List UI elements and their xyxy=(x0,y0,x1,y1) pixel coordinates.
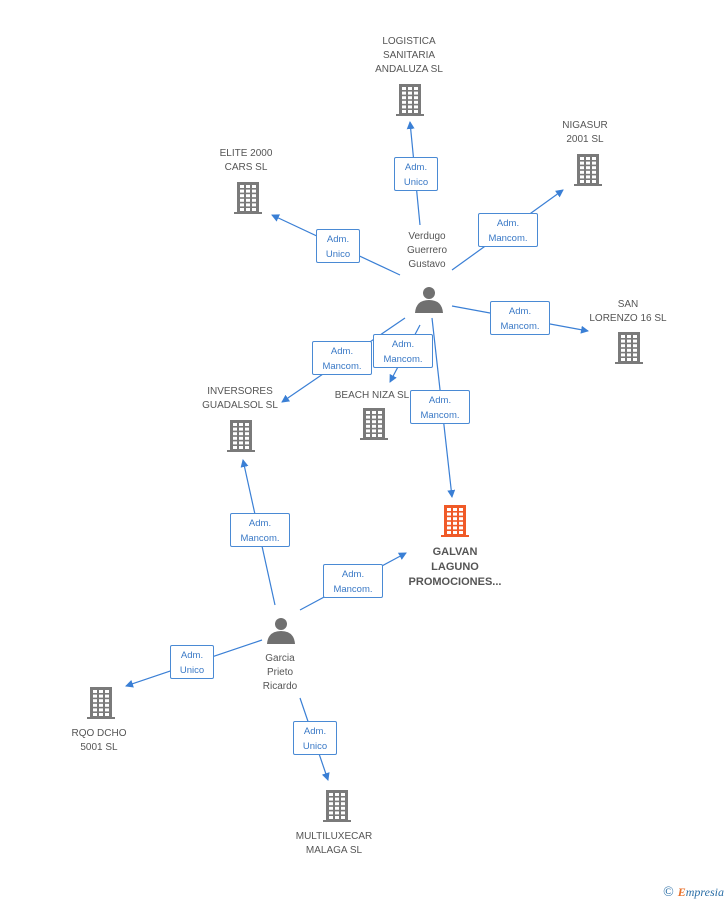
brand-logo-letter: E xyxy=(677,885,686,899)
edge-label-verdugo-sanlorenzo[interactable]: Adm. Mancom. xyxy=(490,301,550,335)
edge-label-garcia-inversores[interactable]: Adm. Mancom. xyxy=(230,513,290,547)
edge-label-garcia-multiluxecar[interactable]: Adm. Unico xyxy=(293,721,337,755)
node-label-galvan[interactable]: GALVAN LAGUNO PROMOCIONES... xyxy=(408,546,502,588)
node-label-logistica[interactable]: LOGISTICA SANITARIA ANDALUZA SL xyxy=(375,36,443,75)
building-icon-multiluxecar[interactable] xyxy=(323,790,351,822)
building-icon-rqo[interactable] xyxy=(87,687,115,719)
building-icon-beachniza[interactable] xyxy=(360,408,388,440)
person-icon-verdugo[interactable] xyxy=(415,287,443,313)
node-label-garcia[interactable]: Garcia Prieto Ricardo xyxy=(262,653,298,692)
building-icon-elite[interactable] xyxy=(234,182,262,214)
node-label-verdugo[interactable]: Verdugo Guerrero Gustavo xyxy=(406,231,448,270)
edge-label-verdugo-galvan[interactable]: Adm. Mancom. xyxy=(410,390,470,424)
node-label-sanlorenzo[interactable]: SAN LORENZO 16 SL xyxy=(589,299,667,324)
building-icon-nigasur[interactable] xyxy=(574,154,602,186)
building-icon-galvan[interactable] xyxy=(441,505,469,537)
building-icon-inversores[interactable] xyxy=(227,420,255,452)
edge-label-garcia-galvan[interactable]: Adm. Mancom. xyxy=(323,564,383,598)
node-label-elite[interactable]: ELITE 2000 CARS SL xyxy=(219,148,273,173)
edge-label-verdugo-beachniza[interactable]: Adm. Mancom. xyxy=(373,334,433,368)
brand-footer[interactable]: ©Empresia xyxy=(663,885,724,901)
edge-label-verdugo-logistica[interactable]: Adm. Unico xyxy=(394,157,438,191)
edge-label-verdugo-nigasur[interactable]: Adm. Mancom. xyxy=(478,213,538,247)
edge-label-garcia-rqo[interactable]: Adm. Unico xyxy=(170,645,214,679)
node-label-nigasur[interactable]: NIGASUR 2001 SL xyxy=(562,120,608,145)
copyright-symbol: © xyxy=(663,885,674,900)
node-label-multiluxecar[interactable]: MULTILUXECAR MALAGA SL xyxy=(295,831,373,856)
node-label-inversores[interactable]: INVERSORES GUADALSOL SL xyxy=(202,386,278,411)
node-label-beachniza[interactable]: BEACH NIZA SL xyxy=(334,390,410,401)
node-label-rqo[interactable]: RQO DCHO 5001 SL xyxy=(71,728,127,753)
building-icon-sanlorenzo[interactable] xyxy=(615,332,643,364)
building-icon-logistica[interactable] xyxy=(396,84,424,116)
brand-name: mpresia xyxy=(685,885,724,899)
person-icon-garcia[interactable] xyxy=(267,618,295,644)
edge-label-verdugo-inversores[interactable]: Adm. Mancom. xyxy=(312,341,372,375)
edge-label-verdugo-elite[interactable]: Adm. Unico xyxy=(316,229,360,263)
